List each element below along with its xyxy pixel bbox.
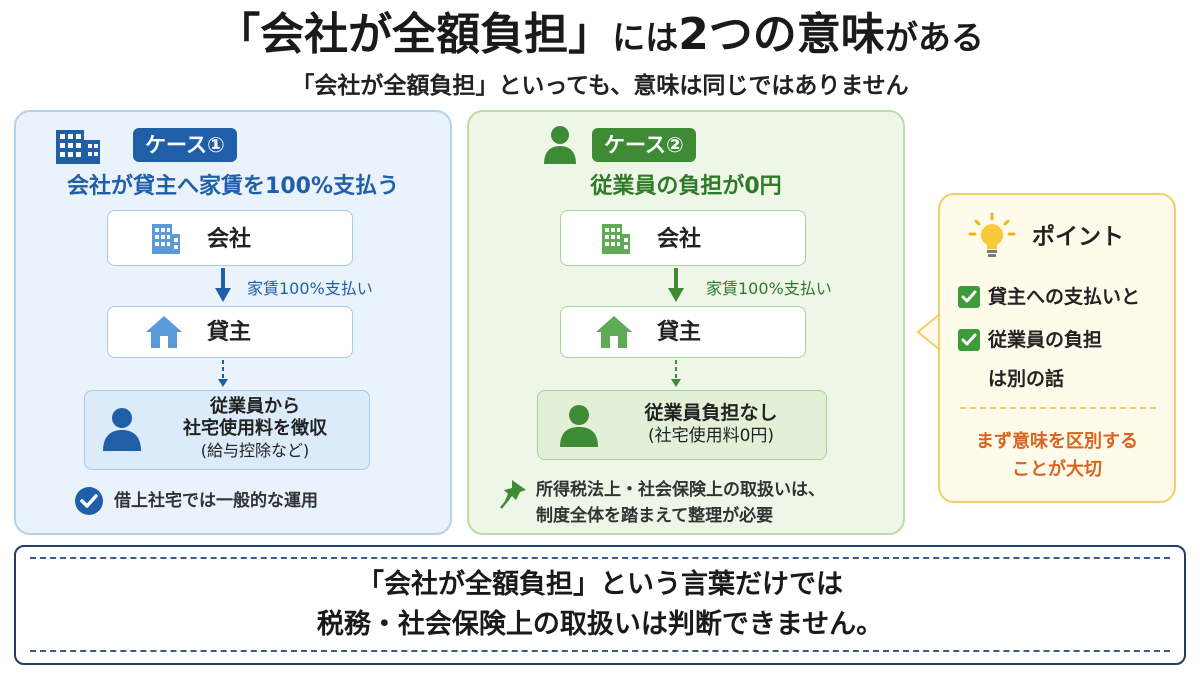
case2-company-box [560,210,806,266]
check-circle-icon [75,487,103,515]
title-end: がある [884,18,984,57]
person-icon [560,405,598,447]
case2-arrow-label: 家賃100%支払い [706,279,832,298]
checkbox-icon [958,286,980,308]
checkbox-icon [958,329,980,351]
case2-employee-line2: (社宅使用料0円) [647,426,775,446]
page-subtitle: 「会社が全額負担」といっても、意味は同じではありません [291,73,909,99]
case1-badge: ケース① [133,128,237,162]
pushpin-icon [500,480,526,509]
arrow-down-icon [215,268,231,302]
arrow-down-icon [668,268,684,302]
case1-company-label: 会社 [207,227,252,252]
case2-title: 従業員の負担が0円 [590,174,782,199]
title-mid: には [612,18,679,57]
person-icon [103,408,141,451]
case1-employee-line1: 従業員から [210,396,300,417]
building-icon [602,224,630,254]
point-conclusion-line1: まず意味を区別する [976,431,1138,452]
bottom-panel [14,545,1186,665]
point-item-2: 従業員の負担 [988,329,1103,351]
point-item-1: 貸主への支払いと [988,286,1141,308]
case1-title: 会社が貸主へ家賃を100%支払う [67,174,399,199]
title-num: 2つの意味 [678,9,885,60]
bottom-dash-top [30,557,1170,559]
arrow-down-icon [671,360,681,387]
house-icon [146,316,182,348]
case1-note: 借上社宅では一般的な運用 [114,491,318,511]
case2-employee-line1: 従業員負担なし [644,402,778,424]
case1-company-box [107,210,353,266]
case1-arrow-label: 家賃100%支払い [247,279,373,298]
bottom-dash-bottom [30,650,1170,652]
case1-employee-text: 従業員から 社宅使用料を徴収 (給与控除など) [150,396,360,462]
case2-company-label: 会社 [657,227,702,252]
title-main: 「会社が全額負担」 [216,9,613,60]
case2-employee-text: 従業員負担なし (社宅使用料0円) [606,402,816,448]
building-icon [152,224,180,254]
case1-employee-line3: (給与控除など) [200,441,310,460]
case2-employee-box [537,390,827,460]
arrow-down-icon [218,360,228,387]
case2-note-line2: 制度全体を踏まえて整理が必要 [536,506,774,526]
point-title: ポイント [1032,224,1124,250]
case2-badge: ケース② [592,128,696,162]
case2-landlord-label: 貸主 [657,320,702,345]
point-item-2b: は別の話 [988,368,1065,390]
case1-employee-box [84,390,370,470]
house-icon [596,316,632,348]
person-icon [544,126,576,164]
building-icon [56,130,100,164]
case2-note-line1: 所得税法上・社会保険上の取扱いは、 [536,480,825,500]
lightbulb-icon [968,212,1016,257]
case1-employee-line2: 社宅使用料を徴収 [183,418,327,439]
page-title: 「会社が全額負担」には2つの意味がある [0,6,1200,67]
case1-landlord-label: 貸主 [207,320,252,345]
bottom-line-2: 税務・社会保険上の取扱いは判断できません。 [316,609,884,640]
point-conclusion-line2: ことが大切 [1012,459,1102,480]
point-divider [960,407,1156,409]
bottom-line-1: 「会社が全額負担」という言葉だけでは [357,569,843,600]
